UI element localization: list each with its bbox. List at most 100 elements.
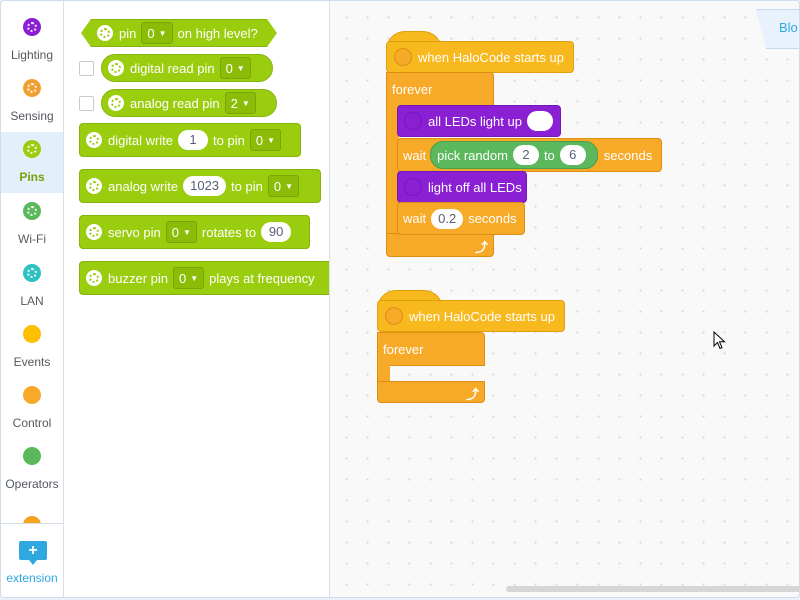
loop-arrow-icon: ⤴ [466,387,480,402]
block-text: when HaloCode starts up [409,308,555,324]
halocode-gear-icon [385,307,403,325]
block-pin-high-level[interactable]: pin 0▼ on high level? [81,19,277,47]
category-label: Lighting [10,48,54,62]
pins-gear-icon [108,95,124,111]
block-analog-write[interactable]: analog write 1023 to pin 0▼ [79,169,321,203]
pins-gear-icon [86,270,102,286]
extension-label: extension [6,571,58,585]
chevron-down-icon: ▼ [267,135,275,145]
forever-bottom: ⤴ [386,233,494,257]
block-text: to pin [213,132,245,148]
block-text: all LEDs light up [428,113,522,129]
lighting-gear-icon [404,178,422,196]
dropdown-value: 2 [230,95,238,111]
category-label: Sensing [10,109,54,123]
value-input[interactable]: 1 [178,130,209,150]
when-starts-up-block[interactable]: when HaloCode starts up [386,41,574,73]
pin-dropdown[interactable]: 0▼ [267,175,299,197]
category-events[interactable]: Events [1,317,63,378]
all-leds-light-up-block[interactable]: all LEDs light up [397,105,561,137]
category-sensing[interactable]: Sensing [1,71,63,132]
pins-gear-icon [86,224,102,240]
halocode-gear-icon [394,48,412,66]
category-control[interactable]: Control [1,378,63,439]
chevron-down-icon: ▼ [241,98,250,108]
pins-gear-icon [86,132,102,148]
pins-gear-icon [86,178,102,194]
loop-arrow-icon: ⤴ [475,240,489,255]
pick-random-block[interactable]: pick random 2 to 6 [430,141,598,169]
wait-block[interactable]: wait 0.2 seconds [397,202,525,235]
dropdown-value: 0 [171,224,179,240]
random-from-input[interactable]: 2 [512,145,539,165]
block-text: digital read pin [130,60,215,76]
light-off-all-leds-block[interactable]: light off all LEDs [397,171,527,203]
block-analog-read[interactable]: analog read pin 2▼ [101,89,277,117]
random-to-input[interactable]: 6 [559,145,586,165]
forever-block[interactable]: forever [386,72,494,106]
category-label: Wi-Fi [18,232,46,246]
chevron-down-icon: ▼ [190,273,199,283]
dropdown-value: 0 [225,60,233,76]
lighting-icon [23,18,41,36]
tab-blocks-label: Blo [779,20,798,35]
pins-icon [23,140,41,158]
when-starts-up-block-2[interactable]: when HaloCode starts up [377,300,565,332]
block-digital-write[interactable]: digital write 1 to pin 0▼ [79,123,301,157]
wait-random-block[interactable]: wait pick random 2 to 6 seconds [397,138,662,172]
block-text: to [543,147,555,163]
block-text: plays at frequency [209,270,315,286]
category-pins[interactable]: Pins [1,132,63,193]
wait-seconds-input[interactable]: 0.2 [431,208,464,229]
pin-dropdown[interactable]: 0▼ [165,221,197,243]
chevron-down-icon: ▼ [236,63,245,73]
extension-button[interactable]: + extension [1,523,63,597]
forever-arm [386,101,399,241]
sensing-icon [23,79,41,97]
block-text: wait [403,147,427,163]
block-buzzer[interactable]: buzzer pin 0▼ plays at frequency [79,261,329,295]
pin-dropdown[interactable]: 0▼ [141,22,173,44]
pin-dropdown[interactable]: 2▼ [224,92,256,114]
category-label: Pins [19,170,45,184]
category-label: Events [13,355,51,369]
forever-block-2[interactable]: forever [377,332,485,366]
pins-gear-icon [108,60,124,76]
pin-dropdown[interactable]: 0▼ [172,267,205,289]
category-operators[interactable]: Operators [1,439,63,500]
block-text: seconds [603,147,653,163]
variables-icon[interactable] [23,516,41,525]
digital-read-checkbox[interactable] [79,61,94,76]
pin-dropdown[interactable]: 0▼ [249,129,281,151]
block-text: analog write [108,178,179,194]
category-wifi[interactable]: Wi-Fi [1,194,63,255]
block-text: forever [383,342,424,357]
block-text: light off all LEDs [428,179,522,195]
value-input[interactable]: 90 [261,222,292,242]
dropdown-value: 0 [255,132,264,148]
category-label: LAN [20,294,44,308]
category-sidebar: Lighting Sensing Pins Wi-Fi LAN Events C… [1,1,64,597]
block-text: forever [392,82,433,97]
analog-read-checkbox[interactable] [79,96,94,111]
script-workspace[interactable] [330,1,799,597]
block-text: pin [119,25,137,41]
chevron-down-icon: ▼ [158,28,167,38]
block-servo[interactable]: servo pin 0▼ rotates to 90 [79,215,310,249]
forever-bottom: ⤴ [377,381,485,403]
pin-dropdown[interactable]: 0▼ [219,57,251,79]
block-digital-read[interactable]: digital read pin 0▼ [101,54,273,82]
dropdown-value: 0 [178,270,187,286]
block-edge [267,19,277,47]
color-picker[interactable] [526,111,553,131]
wifi-icon [23,202,41,220]
add-extension-icon: + [19,541,47,565]
category-lan[interactable]: LAN [1,256,63,317]
category-lighting[interactable]: Lighting [1,10,63,71]
value-input[interactable]: 1023 [183,176,227,196]
category-label: Control [12,416,52,430]
category-label: Operators [5,477,59,491]
mouse-cursor-icon [713,331,726,350]
horizontal-scrollbar[interactable] [506,586,799,592]
events-icon [23,325,41,343]
